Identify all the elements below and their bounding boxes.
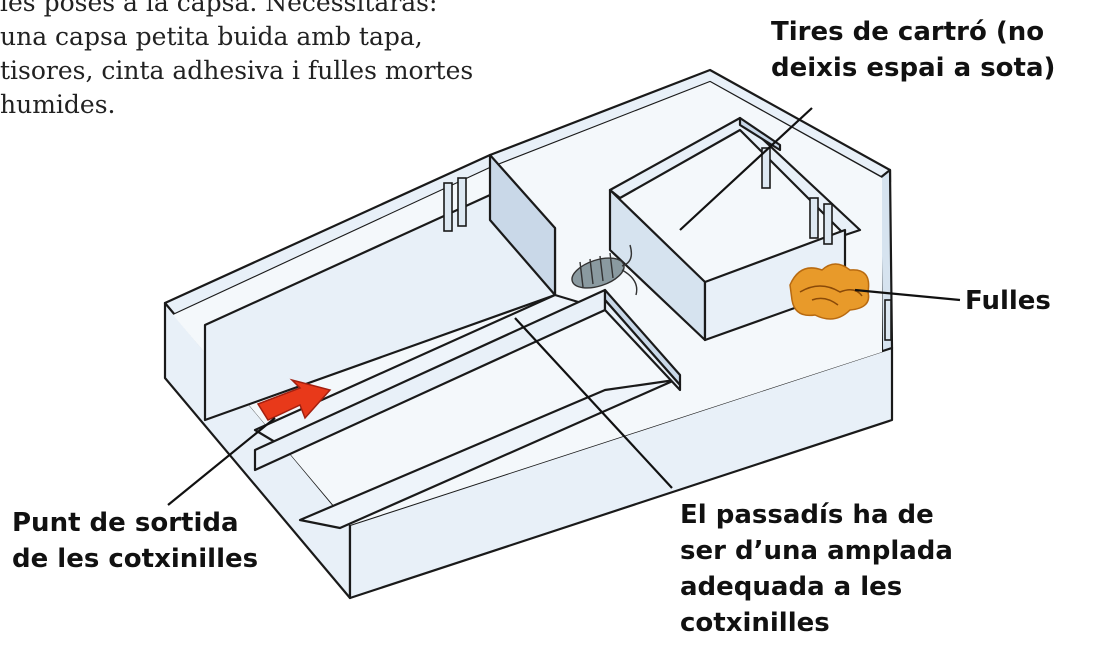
intro-line: tisores, cinta adhesiva i fulles mortes: [0, 56, 474, 85]
tape-mark: [884, 299, 892, 341]
label-corridor: El passadís ha de ser d’una amplada adeq…: [680, 497, 953, 641]
label-line: adequada a les: [680, 572, 903, 602]
intro-text: les poses a la capsa. Necessitaràs: una …: [0, 0, 600, 122]
label-line: Punt de sortida: [12, 508, 239, 538]
leader-line-strips: [679, 107, 813, 231]
tape-mark: [809, 197, 819, 239]
tape-mark: [823, 203, 833, 245]
label-strips: Tires de cartró (no deixis espai a sota): [771, 14, 1055, 86]
label-line: de les cotxinilles: [12, 544, 259, 574]
tape-mark: [457, 177, 467, 227]
label-line: ser d’una amplada: [680, 536, 953, 566]
woodlouse-icon: [571, 244, 638, 296]
label-line: deixis espai a sota): [771, 53, 1056, 83]
label-line: Tires de cartró (no: [771, 17, 1045, 47]
intro-line: les poses a la capsa. Necessitaràs:: [0, 0, 438, 17]
intro-line: humides.: [0, 90, 116, 119]
label-start: Punt de sortida de les cotxinilles: [12, 505, 258, 577]
label-line: El passadís ha de: [680, 500, 934, 530]
leader-line-corridor: [514, 317, 673, 489]
inner-box-wall: [738, 116, 782, 152]
label-line: cotxinilles: [680, 608, 830, 638]
label-leaves: Fulles: [965, 286, 1051, 316]
leader-line-start: [167, 417, 276, 506]
tape-mark: [443, 182, 453, 232]
partition-wall: [603, 298, 682, 392]
tape-mark: [761, 147, 771, 189]
leader-line-leaves: [854, 288, 961, 302]
intro-line: una capsa petita buida amb tapa,: [0, 22, 423, 51]
start-arrow-icon: [256, 378, 332, 421]
